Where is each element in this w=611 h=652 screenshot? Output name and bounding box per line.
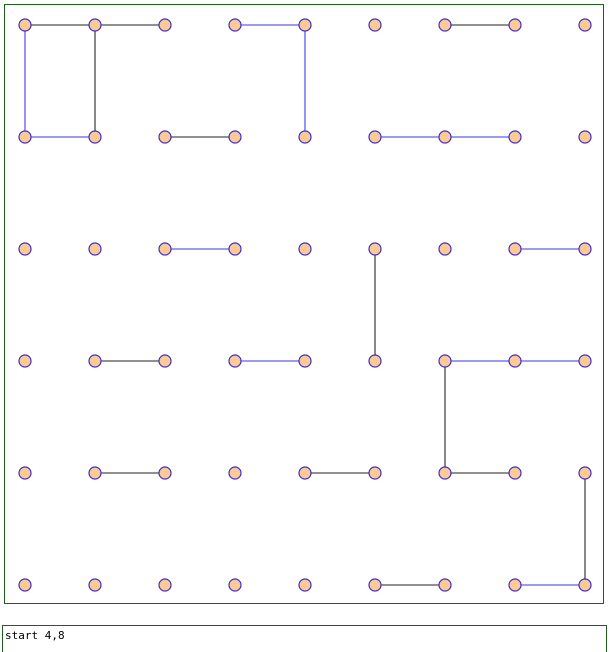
grid-dot[interactable] xyxy=(158,466,172,480)
grid-dot[interactable] xyxy=(18,466,32,480)
grid-dot[interactable] xyxy=(158,130,172,144)
dots-layer xyxy=(18,18,592,592)
grid-dot[interactable] xyxy=(368,130,382,144)
grid-dot[interactable] xyxy=(508,578,522,592)
lines-layer xyxy=(24,24,586,586)
grid-dot[interactable] xyxy=(578,130,592,144)
grid-dot[interactable] xyxy=(298,578,312,592)
grid-dot[interactable] xyxy=(298,242,312,256)
grid-dot[interactable] xyxy=(438,130,452,144)
grid-dot[interactable] xyxy=(438,466,452,480)
grid-dot[interactable] xyxy=(228,354,242,368)
grid-dot[interactable] xyxy=(228,578,242,592)
grid-dot[interactable] xyxy=(88,18,102,32)
grid-dot[interactable] xyxy=(438,578,452,592)
game-board-frame xyxy=(4,4,604,604)
grid-dot[interactable] xyxy=(88,130,102,144)
grid-dot[interactable] xyxy=(18,354,32,368)
grid-dot[interactable] xyxy=(578,466,592,480)
grid-dot[interactable] xyxy=(158,578,172,592)
grid-dot[interactable] xyxy=(368,242,382,256)
grid-dot[interactable] xyxy=(368,466,382,480)
grid-dot[interactable] xyxy=(18,578,32,592)
grid-dot[interactable] xyxy=(298,130,312,144)
grid-dot[interactable] xyxy=(508,466,522,480)
grid-dot[interactable] xyxy=(508,354,522,368)
grid-dot[interactable] xyxy=(88,354,102,368)
grid-dot[interactable] xyxy=(438,242,452,256)
grid-dot[interactable] xyxy=(578,242,592,256)
grid-dot[interactable] xyxy=(508,242,522,256)
grid-dot[interactable] xyxy=(228,130,242,144)
grid-dot[interactable] xyxy=(228,466,242,480)
grid-dot[interactable] xyxy=(158,18,172,32)
grid-dot[interactable] xyxy=(158,354,172,368)
grid-dot[interactable] xyxy=(298,18,312,32)
grid-dot[interactable] xyxy=(578,578,592,592)
grid-dot[interactable] xyxy=(298,354,312,368)
grid-dot[interactable] xyxy=(18,242,32,256)
grid-dot[interactable] xyxy=(438,18,452,32)
grid-dot[interactable] xyxy=(88,242,102,256)
grid-dot[interactable] xyxy=(298,466,312,480)
grid-dot[interactable] xyxy=(508,18,522,32)
grid-dot[interactable] xyxy=(438,354,452,368)
grid-dot[interactable] xyxy=(228,242,242,256)
grid-dot[interactable] xyxy=(508,130,522,144)
status-text: start 4,8 xyxy=(5,629,65,642)
dots-and-boxes-board[interactable] xyxy=(0,0,611,610)
grid-dot[interactable] xyxy=(88,578,102,592)
grid-dot[interactable] xyxy=(368,578,382,592)
status-log: start 4,8 xyxy=(2,625,607,652)
grid-dot[interactable] xyxy=(368,18,382,32)
grid-dot[interactable] xyxy=(578,354,592,368)
grid-dot[interactable] xyxy=(158,242,172,256)
grid-dot[interactable] xyxy=(18,130,32,144)
grid-dot[interactable] xyxy=(88,466,102,480)
grid-dot[interactable] xyxy=(368,354,382,368)
grid-dot[interactable] xyxy=(18,18,32,32)
grid-dot[interactable] xyxy=(228,18,242,32)
grid-dot[interactable] xyxy=(578,18,592,32)
